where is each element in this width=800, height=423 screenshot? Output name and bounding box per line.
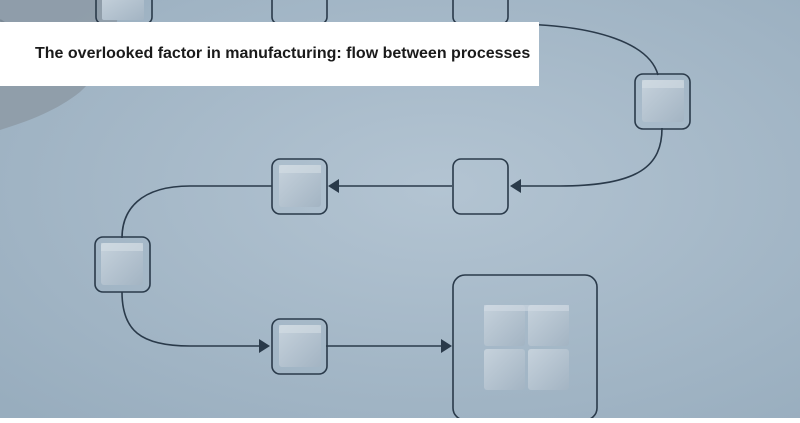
arrow-icon bbox=[328, 179, 339, 193]
block-icon bbox=[634, 73, 691, 130]
block-icon bbox=[452, 158, 509, 215]
block-icon bbox=[271, 158, 328, 215]
title-card: The overlooked factor in manufacturing: … bbox=[0, 22, 539, 86]
flow-line-left-curve bbox=[121, 185, 272, 239]
arrow-icon bbox=[441, 339, 452, 353]
arrow-icon bbox=[510, 179, 521, 193]
flow-line-right-curve bbox=[518, 127, 663, 187]
arrow-icon bbox=[259, 339, 270, 353]
flow-line-lower-left-curve bbox=[121, 291, 266, 347]
arrow-icons bbox=[259, 179, 521, 353]
block-icon bbox=[94, 236, 151, 293]
block-icon bbox=[271, 318, 328, 375]
page-title: The overlooked factor in manufacturing: … bbox=[35, 45, 531, 62]
assembled-block-icon bbox=[452, 274, 598, 421]
